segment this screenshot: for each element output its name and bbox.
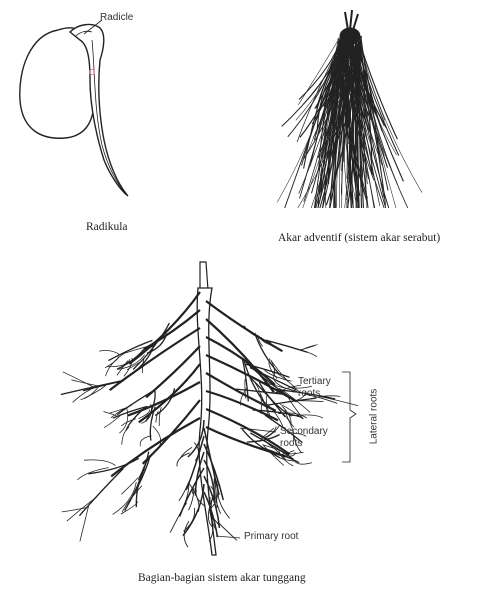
taproot-system bbox=[61, 262, 358, 555]
seed-caption: Radikula bbox=[86, 221, 128, 233]
primary-root-label: Primary root bbox=[244, 531, 298, 542]
radicle-label: Radicle bbox=[100, 12, 133, 23]
tertiary-roots-label: Tertiary roots bbox=[298, 376, 331, 400]
secondary-roots-label: Secondary roots bbox=[280, 426, 328, 450]
seed-coat bbox=[20, 28, 95, 139]
fibrous-caption: Akar adventif (sistem akar serabut) bbox=[278, 232, 440, 244]
lateral-bracket bbox=[342, 372, 356, 462]
fibrous-roots bbox=[277, 10, 422, 208]
lateral-roots-label: Lateral roots bbox=[369, 377, 380, 457]
taproot-caption: Bagian-bagian sistem akar tunggang bbox=[138, 572, 306, 584]
primary-pointer bbox=[216, 536, 240, 538]
secondary-pointer bbox=[240, 428, 276, 432]
